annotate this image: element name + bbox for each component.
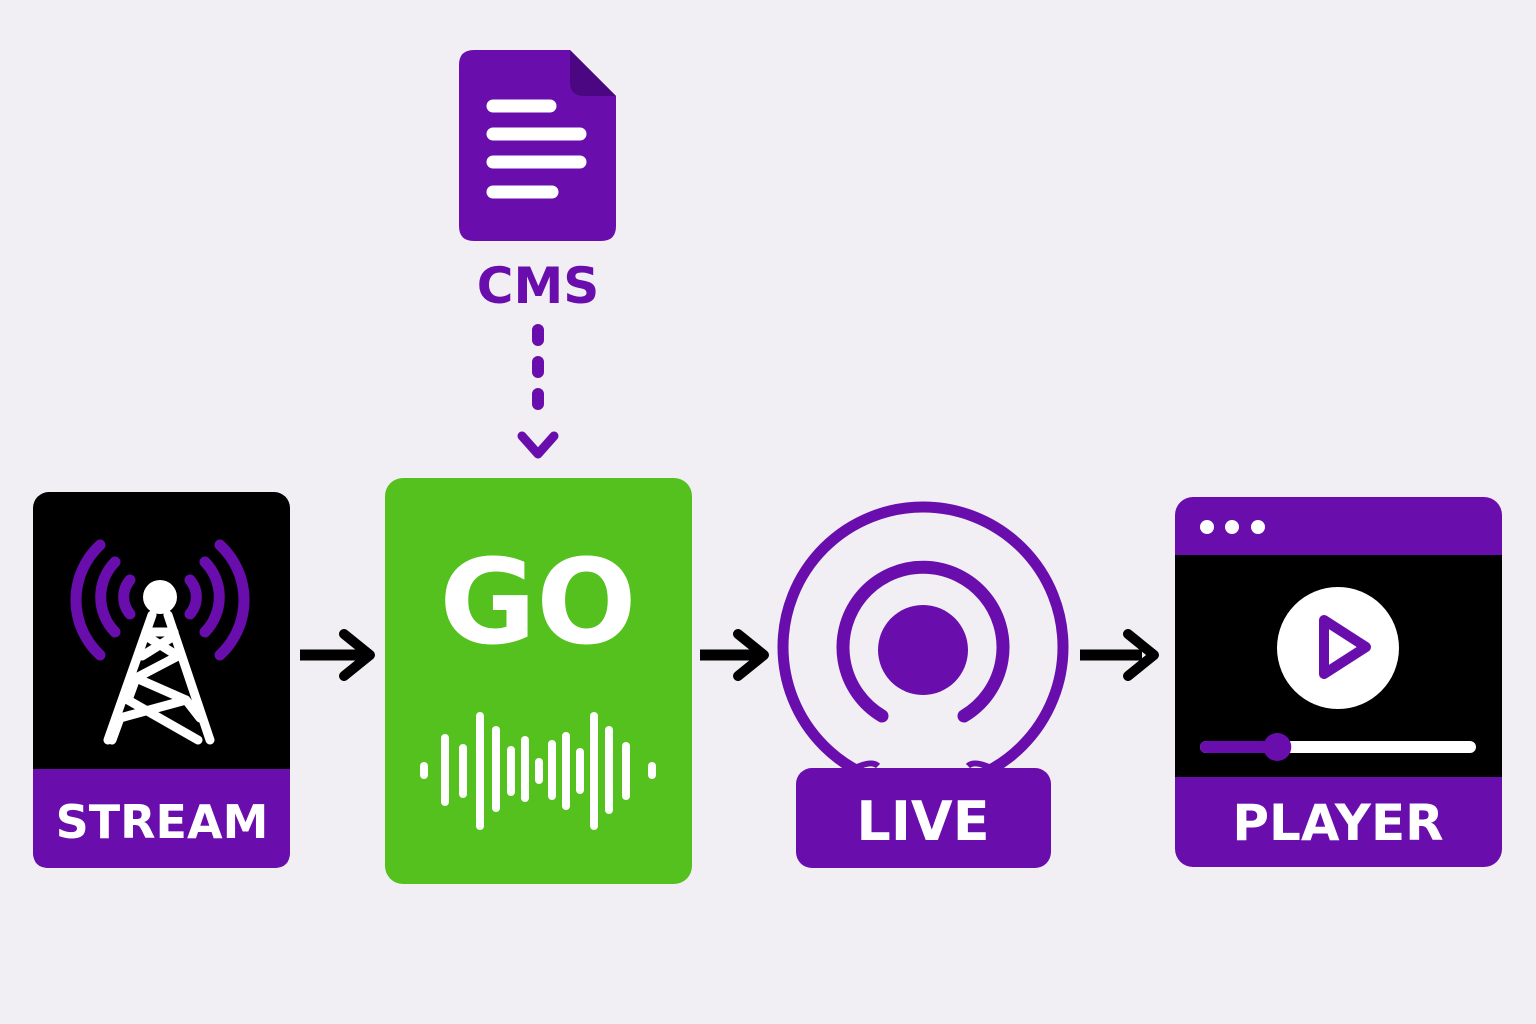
cms-node: CMS <box>459 50 616 315</box>
stream-label: STREAM <box>56 795 269 849</box>
live-label: LIVE <box>856 790 989 853</box>
progress-bar <box>1200 733 1476 761</box>
play-button-icon <box>1277 587 1399 709</box>
player-label: PLAYER <box>1232 794 1443 852</box>
edge-stream-to-go <box>300 629 375 681</box>
go-node: GO <box>385 478 692 884</box>
audio-waveform-icon <box>420 712 656 830</box>
radio-tower-icon <box>70 539 250 745</box>
stream-node: STREAM <box>33 492 290 868</box>
document-icon <box>459 50 616 241</box>
player-node: PLAYER <box>1175 497 1502 867</box>
edge-go-to-live <box>700 629 769 681</box>
edge-cms-to-go <box>517 324 559 459</box>
edge-live-to-player <box>1080 629 1159 681</box>
broadcast-signal-icon <box>777 501 1069 793</box>
cms-label: CMS <box>477 257 599 315</box>
go-label: GO <box>439 533 636 671</box>
live-node: LIVE <box>777 501 1069 868</box>
progress-knob <box>1263 733 1292 761</box>
window-dots-icon <box>1200 520 1265 534</box>
